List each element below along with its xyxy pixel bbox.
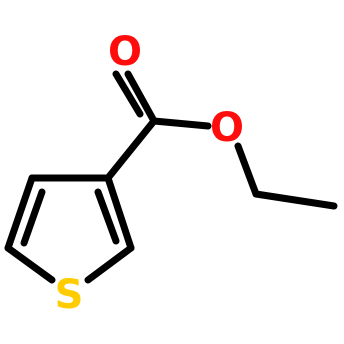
bond-ring-s-c2	[84, 244, 135, 284]
bond-ring-c2-c3-inner	[94, 188, 120, 245]
bond-ring-c5-s	[4, 244, 56, 284]
bond-ester-oxygen-to-methylene	[234, 142, 260, 198]
bonds	[4, 70, 338, 284]
bond-carbonyl-to-ester-oxygen	[150, 117, 212, 130]
sulfur-label: S	[55, 272, 84, 318]
bond-ring-c4-c5-inner	[20, 188, 46, 247]
bond-carbonyl-double-outer	[124, 70, 158, 125]
bond-ring-to-carbonyl-carbon	[104, 117, 158, 182]
carbonyl-oxygen-label: O	[108, 29, 142, 75]
bond-ring-c2-c3	[104, 174, 135, 252]
bond-carbonyl-double-inner	[112, 70, 144, 118]
ester-oxygen-label: O	[210, 105, 244, 151]
bond-ring-c4-c5	[4, 174, 36, 252]
bond-methylene-to-methyl	[252, 190, 338, 210]
